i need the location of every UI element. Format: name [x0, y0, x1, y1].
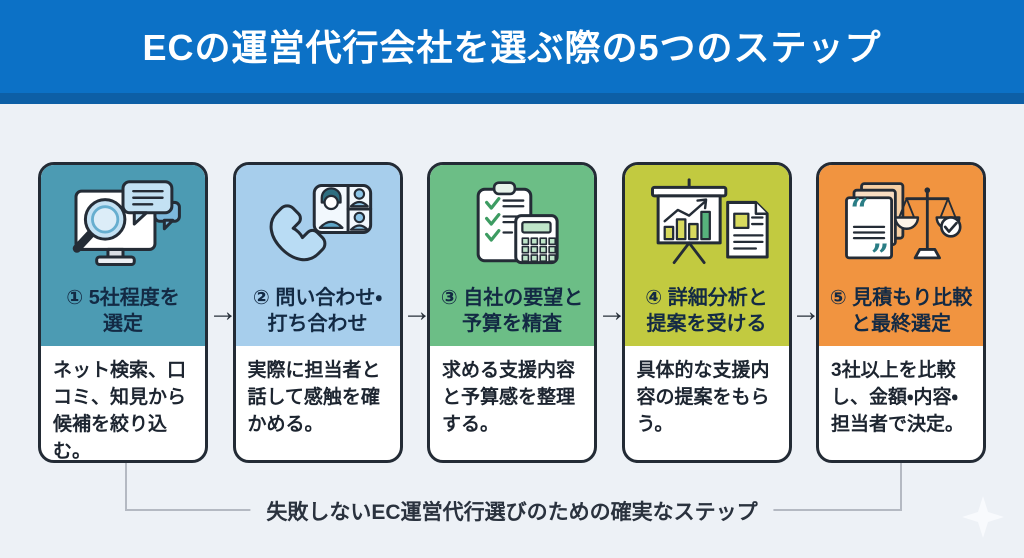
arrow-right-icon: → [208, 295, 238, 328]
arrow-right-icon: → [791, 295, 821, 328]
step-title: ⑤ 見積もり比較 と最終選定 [829, 287, 973, 335]
step-description: 求める支援内容と予算感を整理する。 [442, 360, 576, 435]
monitor-search-icon [72, 180, 181, 266]
step-card-3: ③ 自社の要望と 予算を精査 求める支援内容と予算感を整理する。 [427, 162, 597, 463]
step-title: ④ 詳細分析と 提案を受ける [645, 287, 768, 335]
step-description: 3社以上を比較し、金額・内容・担当者で決定。 [831, 360, 965, 435]
svg-text:”: ” [871, 236, 889, 272]
arrow-right-icon: → [597, 295, 627, 328]
step-number: ④ [645, 287, 663, 309]
connector-line-right [900, 463, 902, 510]
svg-text:“: “ [850, 191, 868, 229]
step-number: ⑤ [829, 287, 847, 309]
step-title: ③ 自社の要望と 予算を精査 [440, 287, 584, 335]
chart-proposal-icon [650, 178, 769, 265]
step-title: ② 問い合わせ・ 打ち合わせ [252, 287, 383, 335]
step-description: 実際に担当者と話して感触を確かめる。 [247, 360, 381, 435]
connector-line-left [125, 463, 127, 510]
header-accent-strip [0, 93, 1024, 104]
step-description: 具体的な支援内容の提案をもらう。 [636, 360, 770, 435]
step-card-5: “ ” ⑤ 見積もり比較 [816, 162, 986, 463]
step-title: ① 5社程度を 選定 [66, 287, 180, 335]
quotes-scale-icon: “ ” [845, 182, 962, 272]
checklist-calculator-icon [476, 181, 559, 265]
header-banner [0, 0, 1024, 93]
step-card-4: ④ 詳細分析と 提案を受ける 具体的な支援内容の提案をもらう。 [621, 162, 792, 463]
step-number: ② [252, 287, 270, 309]
step-card-2: ② 問い合わせ・ 打ち合わせ 実際に担当者と話して感触を確かめる。 [232, 162, 403, 463]
arrow-right-icon: → [402, 295, 432, 328]
step-number: ③ [440, 287, 458, 309]
sparkle-icon [962, 496, 1004, 538]
steps-row: ① 5社程度を 選定 ネット検索、口コミ、知見から候補を絞り込む。 [38, 162, 986, 463]
footer-caption: 失敗しないEC運営代行選びのための確実なステップ [250, 496, 774, 526]
step-description: ネット検索、口コミ、知見から候補を絞り込む。 [53, 360, 187, 462]
step-number: ① [66, 287, 84, 309]
phone-video-call-icon [269, 184, 372, 262]
page-title: ECの運営代行会社を選ぶ際の5つのステップ [142, 27, 882, 68]
step-card-1: ① 5社程度を 選定 ネット検索、口コミ、知見から候補を絞り込む。 [38, 162, 208, 463]
